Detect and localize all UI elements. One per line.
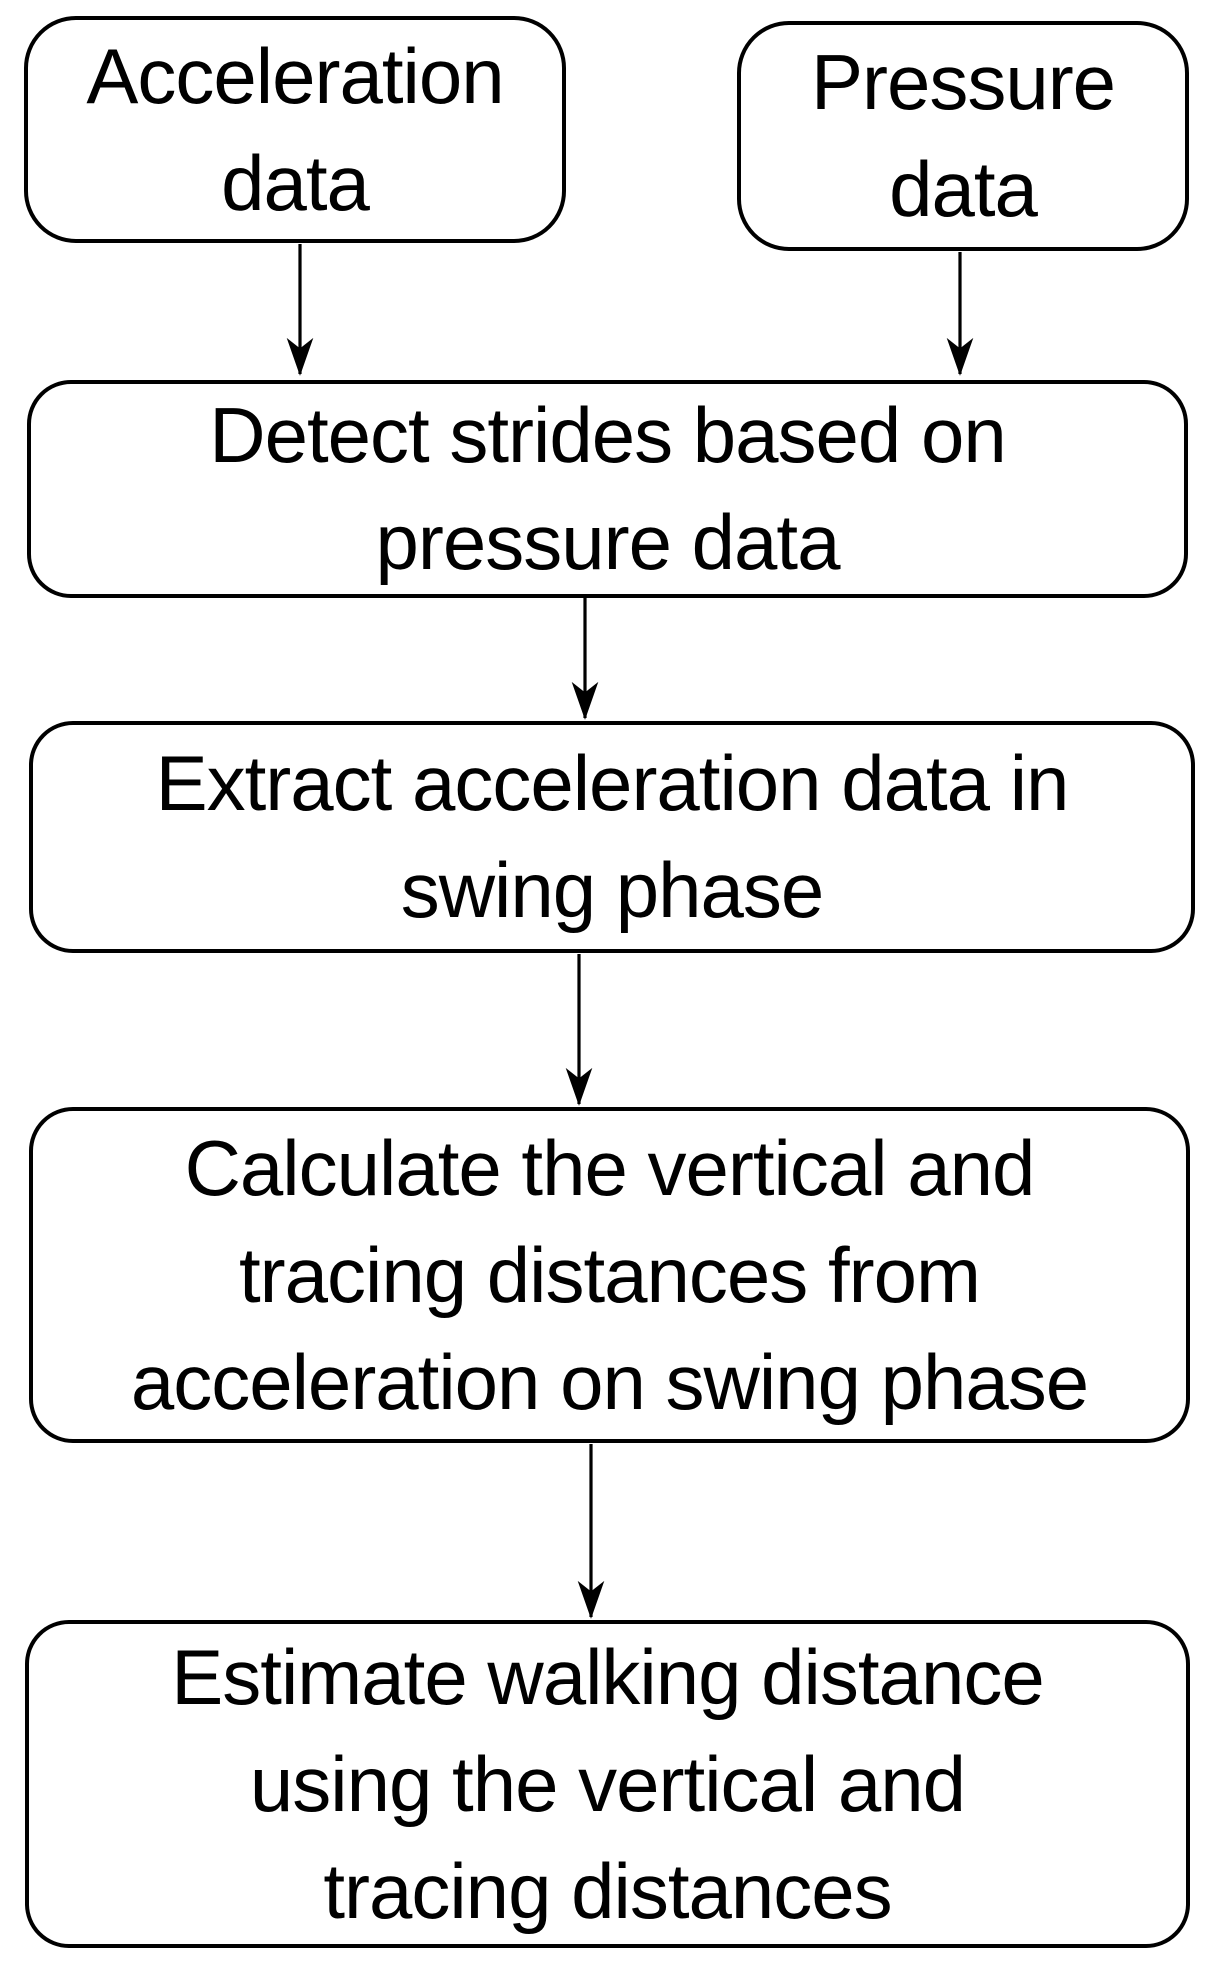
node-estimate-walking-distance: Estimate walking distance using the vert… [25,1620,1190,1948]
node-acceleration-data: Acceleration data [24,16,566,243]
node-extract-acceleration: Extract acceleration data in swing phase [29,721,1195,953]
node-pressure-data: Pressure data [737,21,1189,251]
node-calculate-distances: Calculate the vertical and tracing dista… [29,1107,1190,1443]
node-detect-strides: Detect strides based on pressure data [27,380,1188,598]
